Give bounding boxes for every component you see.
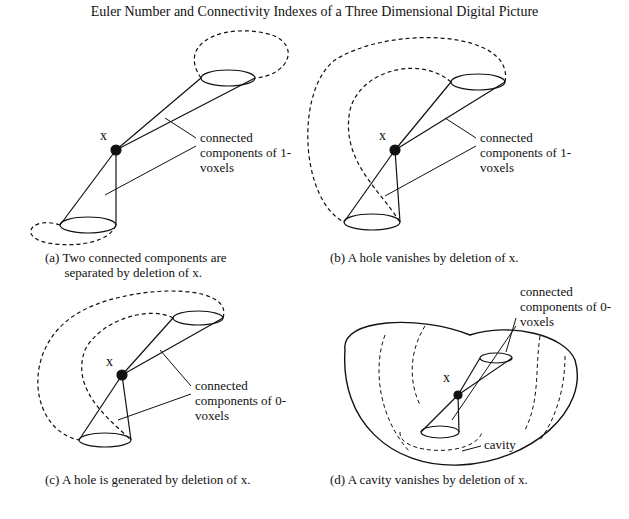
point-label: x: [106, 354, 113, 369]
point-label: x: [443, 370, 450, 385]
callout-label: connected components of 1-voxels: [480, 130, 575, 175]
callout-label: connected components of 0-voxels: [520, 284, 615, 329]
callout-label: connected components of 0-voxels: [195, 378, 290, 423]
callout-label: connected components of 1-voxels: [200, 130, 295, 175]
point-label: x: [100, 128, 107, 143]
callout-label: cavity: [484, 437, 516, 452]
subfigure-caption: (d) A cavity vanishes by deletion of x.: [330, 472, 550, 487]
subfigure-caption: (a) Two connected components are separat…: [45, 250, 265, 280]
point-label: x: [379, 128, 386, 143]
subfigure-caption: (b) A hole vanishes by deletion of x.: [330, 250, 540, 265]
figure-title: Euler Number and Connectivity Indexes of…: [0, 4, 629, 19]
subfigure-caption: (c) A hole is generated by deletion of x…: [45, 472, 265, 487]
